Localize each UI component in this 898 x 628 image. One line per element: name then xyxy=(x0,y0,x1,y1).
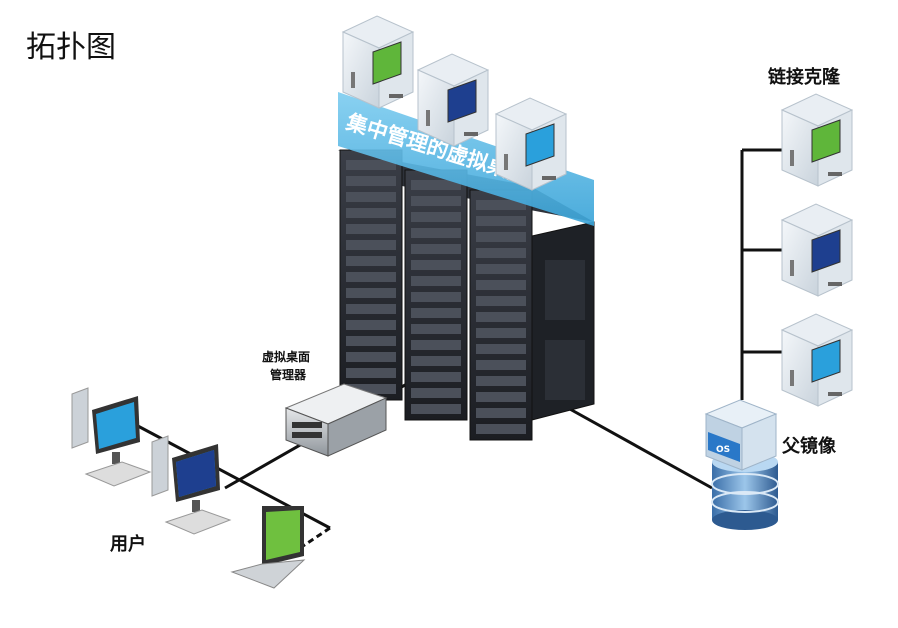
users-label: 用户 xyxy=(110,534,146,555)
desktop-manager-label-line2: 管理器 xyxy=(270,368,307,382)
link-racks-storage xyxy=(567,406,713,490)
vm-cube-navy-icon xyxy=(417,53,489,147)
os-cube-icon: OS xyxy=(704,399,778,471)
desktop-manager-label-line1: 虚拟桌面 xyxy=(262,350,311,364)
client-devices xyxy=(71,387,306,589)
desktop-pc-icon xyxy=(151,435,231,535)
os-badge: OS xyxy=(716,445,730,455)
vm-cube-sky-icon xyxy=(495,97,567,191)
vm-cube-green-icon xyxy=(342,15,414,109)
vm-cube-navy-icon xyxy=(781,203,853,297)
server-rack-icon xyxy=(339,149,403,401)
vm-cube-sky-icon xyxy=(781,313,853,407)
server-rack-icon xyxy=(404,169,468,421)
vm-cube-green-icon xyxy=(781,93,853,187)
server-appliance-icon xyxy=(284,383,388,457)
laptop-icon xyxy=(230,506,306,589)
linked-clones-label: 链接克隆 xyxy=(768,67,840,88)
linked-clone-cubes xyxy=(781,93,853,407)
link-laptop-dashed xyxy=(299,526,331,550)
server-racks xyxy=(338,149,595,441)
parent-image-label: 父镜像 xyxy=(782,436,836,457)
parent-image-storage: OS xyxy=(704,399,779,530)
page-title: 拓扑图 xyxy=(26,30,116,65)
top-vm-cubes xyxy=(342,15,567,191)
server-rack-icon xyxy=(469,189,533,441)
desktop-pc-icon xyxy=(71,387,151,487)
